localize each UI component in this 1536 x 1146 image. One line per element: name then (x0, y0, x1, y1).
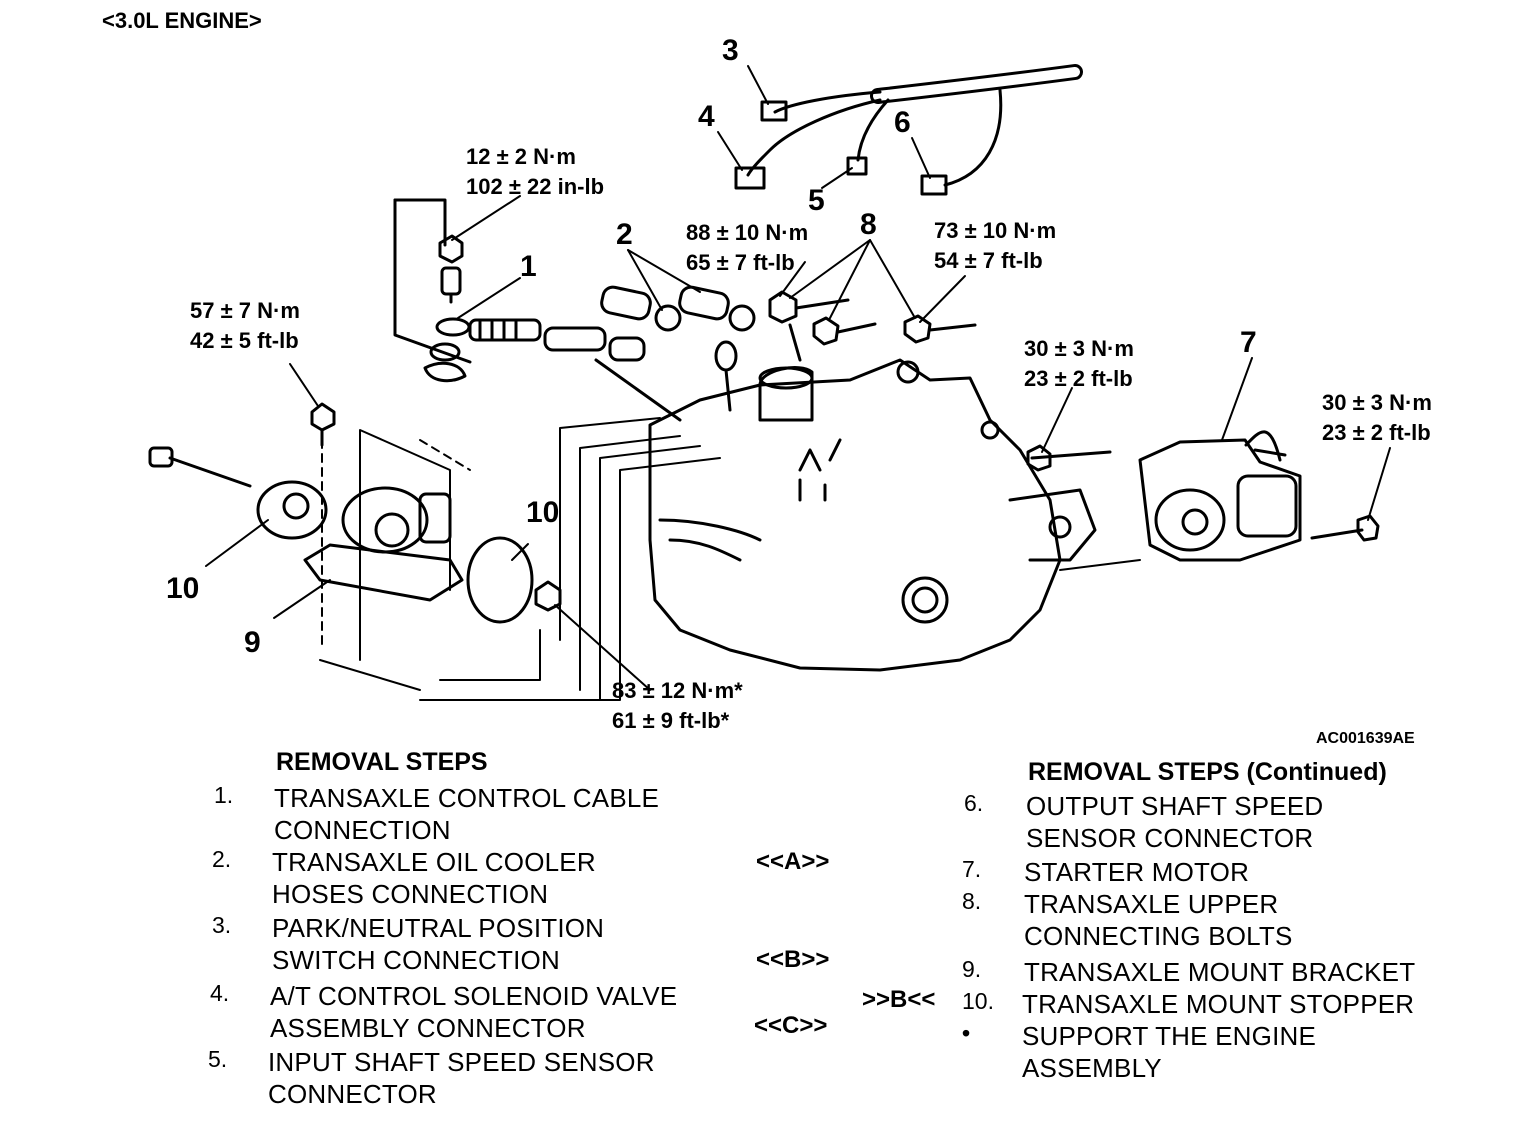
step-text: TRANSAXLE MOUNT BRACKET (1024, 956, 1415, 988)
callout-5: 5 (808, 184, 825, 217)
torque-spec-starter-bolt-b: 30 ± 3 N·m 23 ± 2 ft-lb (1322, 388, 1432, 448)
step-text: TRANSAXLE MOUNT STOPPER (1022, 988, 1414, 1020)
step-line-1: INPUT SHAFT SPEED SENSOR (268, 1047, 655, 1077)
transaxle-case-drawing (648, 340, 1097, 672)
torque-metric: 57 ± 7 N·m (190, 298, 300, 323)
callout-3: 3 (722, 34, 739, 67)
torque-spec-upper-bolt: 73 ± 10 N·m 54 ± 7 ft-lb (934, 216, 1056, 276)
step-line-2: CONNECTING BOLTS (1024, 921, 1293, 951)
step-number: 4. (210, 980, 230, 1006)
step-bullet: • (962, 1020, 971, 1046)
torque-imperial: 61 ± 9 ft-lb* (612, 708, 730, 733)
callout-9: 9 (244, 626, 261, 659)
step-line-1: PARK/NEUTRAL POSITION (272, 913, 605, 943)
callout-2: 2 (616, 218, 633, 251)
callout-7: 7 (1240, 326, 1257, 359)
step-line-2: CONNECTION (274, 815, 451, 845)
removal-steps-title: REMOVAL STEPS (276, 748, 488, 776)
torque-metric: 83 ± 12 N·m* (612, 678, 743, 703)
step-text: SUPPORT THE ENGINE ASSEMBLY (1022, 1020, 1316, 1084)
torque-spec-control-cable: 12 ± 2 N·m 102 ± 22 in-lb (466, 142, 604, 202)
step-line-1: TRANSAXLE OIL COOLER (272, 847, 596, 877)
step-text: TRANSAXLE OIL COOLER HOSES CONNECTION (272, 846, 596, 910)
transaxle-mount-drawing (148, 402, 562, 624)
step-text: INPUT SHAFT SPEED SENSOR CONNECTOR (268, 1046, 655, 1110)
wiring-harness-drawing (734, 64, 1083, 196)
step-text: STARTER MOTOR (1024, 856, 1249, 888)
step-text: TRANSAXLE UPPER CONNECTING BOLTS (1024, 888, 1293, 952)
step-number: 5. (208, 1046, 228, 1072)
step-line-1: A/T CONTROL SOLENOID VALVE (270, 981, 678, 1011)
step-service-code: <<A>> (756, 848, 830, 875)
step-line-2: SENSOR CONNECTOR (1026, 823, 1314, 853)
torque-imperial: 54 ± 7 ft-lb (934, 248, 1043, 273)
routing-lines-drawing (319, 417, 721, 701)
torque-spec-bracket-bolt: 88 ± 10 N·m 65 ± 7 ft-lb (686, 218, 808, 278)
hose-clamps-and-bolts-drawing (594, 285, 977, 422)
step-line-1: SUPPORT THE ENGINE (1022, 1021, 1317, 1051)
control-cable-drawing (393, 198, 646, 383)
step-number: 10. (962, 988, 994, 1014)
step-number: 8. (962, 888, 982, 914)
step-number: 9. (962, 956, 982, 982)
step-line-1: TRANSAXLE CONTROL CABLE (274, 783, 660, 813)
step-service-code: <<B>> (756, 946, 830, 973)
callout-10-stopper-left: 10 (166, 572, 200, 605)
step-line-1: TRANSAXLE MOUNT STOPPER (1022, 989, 1415, 1019)
step-text: OUTPUT SHAFT SPEED SENSOR CONNECTOR (1026, 790, 1323, 854)
step-text: TRANSAXLE CONTROL CABLE CONNECTION (274, 782, 659, 846)
torque-spec-stopper-nut: 83 ± 12 N·m* 61 ± 9 ft-lb* (612, 676, 743, 736)
step-number: 6. (964, 790, 984, 816)
step-line-1: STARTER MOTOR (1024, 857, 1250, 887)
step-line-2: HOSES CONNECTION (272, 879, 549, 909)
callout-6: 6 (894, 106, 911, 139)
callout-10-stopper-right: 10 (526, 496, 560, 529)
step-text: A/T CONTROL SOLENOID VALVE ASSEMBLY CONN… (270, 980, 677, 1044)
callout-4: 4 (698, 100, 715, 133)
leader-lines (205, 65, 1391, 691)
removal-steps-continued-title: REMOVAL STEPS (Continued) (1028, 758, 1387, 786)
torque-metric: 30 ± 3 N·m (1024, 336, 1134, 361)
step-number: 3. (212, 912, 232, 938)
torque-metric: 73 ± 10 N·m (934, 218, 1057, 243)
step-line-1: OUTPUT SHAFT SPEED (1026, 791, 1324, 821)
step-number: 2. (212, 846, 232, 872)
torque-metric: 88 ± 10 N·m (686, 220, 809, 245)
callout-8: 8 (860, 208, 877, 241)
step-line-2: ASSEMBLY CONNECTOR (270, 1013, 586, 1043)
engine-variant-header: <3.0L ENGINE> (102, 8, 262, 33)
step-text: PARK/NEUTRAL POSITION SWITCH CONNECTION (272, 912, 604, 976)
step-number: 7. (962, 856, 982, 882)
figure-id: AC001639AE (1316, 730, 1415, 747)
step-line-1: TRANSAXLE UPPER (1024, 889, 1279, 919)
step-service-code: <<C>> (754, 1012, 828, 1039)
step-line-1: TRANSAXLE MOUNT BRACKET (1024, 957, 1416, 987)
step-service-code: >>B<< (862, 986, 936, 1013)
torque-spec-mount-nut: 57 ± 7 N·m 42 ± 5 ft-lb (190, 296, 300, 356)
torque-imperial: 65 ± 7 ft-lb (686, 250, 795, 275)
step-number: 1. (214, 782, 234, 808)
torque-imperial: 23 ± 2 ft-lb (1024, 366, 1133, 391)
torque-metric: 30 ± 3 N·m (1322, 390, 1432, 415)
torque-imperial: 42 ± 5 ft-lb (190, 328, 299, 353)
starter-motor-drawing (1026, 430, 1380, 571)
torque-metric: 12 ± 2 N·m (466, 144, 576, 169)
torque-spec-starter-bolt-a: 30 ± 3 N·m 23 ± 2 ft-lb (1024, 334, 1134, 394)
step-line-2: ASSEMBLY (1022, 1053, 1162, 1083)
callout-1: 1 (520, 250, 537, 283)
torque-imperial: 102 ± 22 in-lb (466, 174, 605, 199)
torque-imperial: 23 ± 2 ft-lb (1322, 420, 1431, 445)
step-line-2: SWITCH CONNECTION (272, 945, 560, 975)
step-line-2: CONNECTOR (268, 1079, 437, 1109)
